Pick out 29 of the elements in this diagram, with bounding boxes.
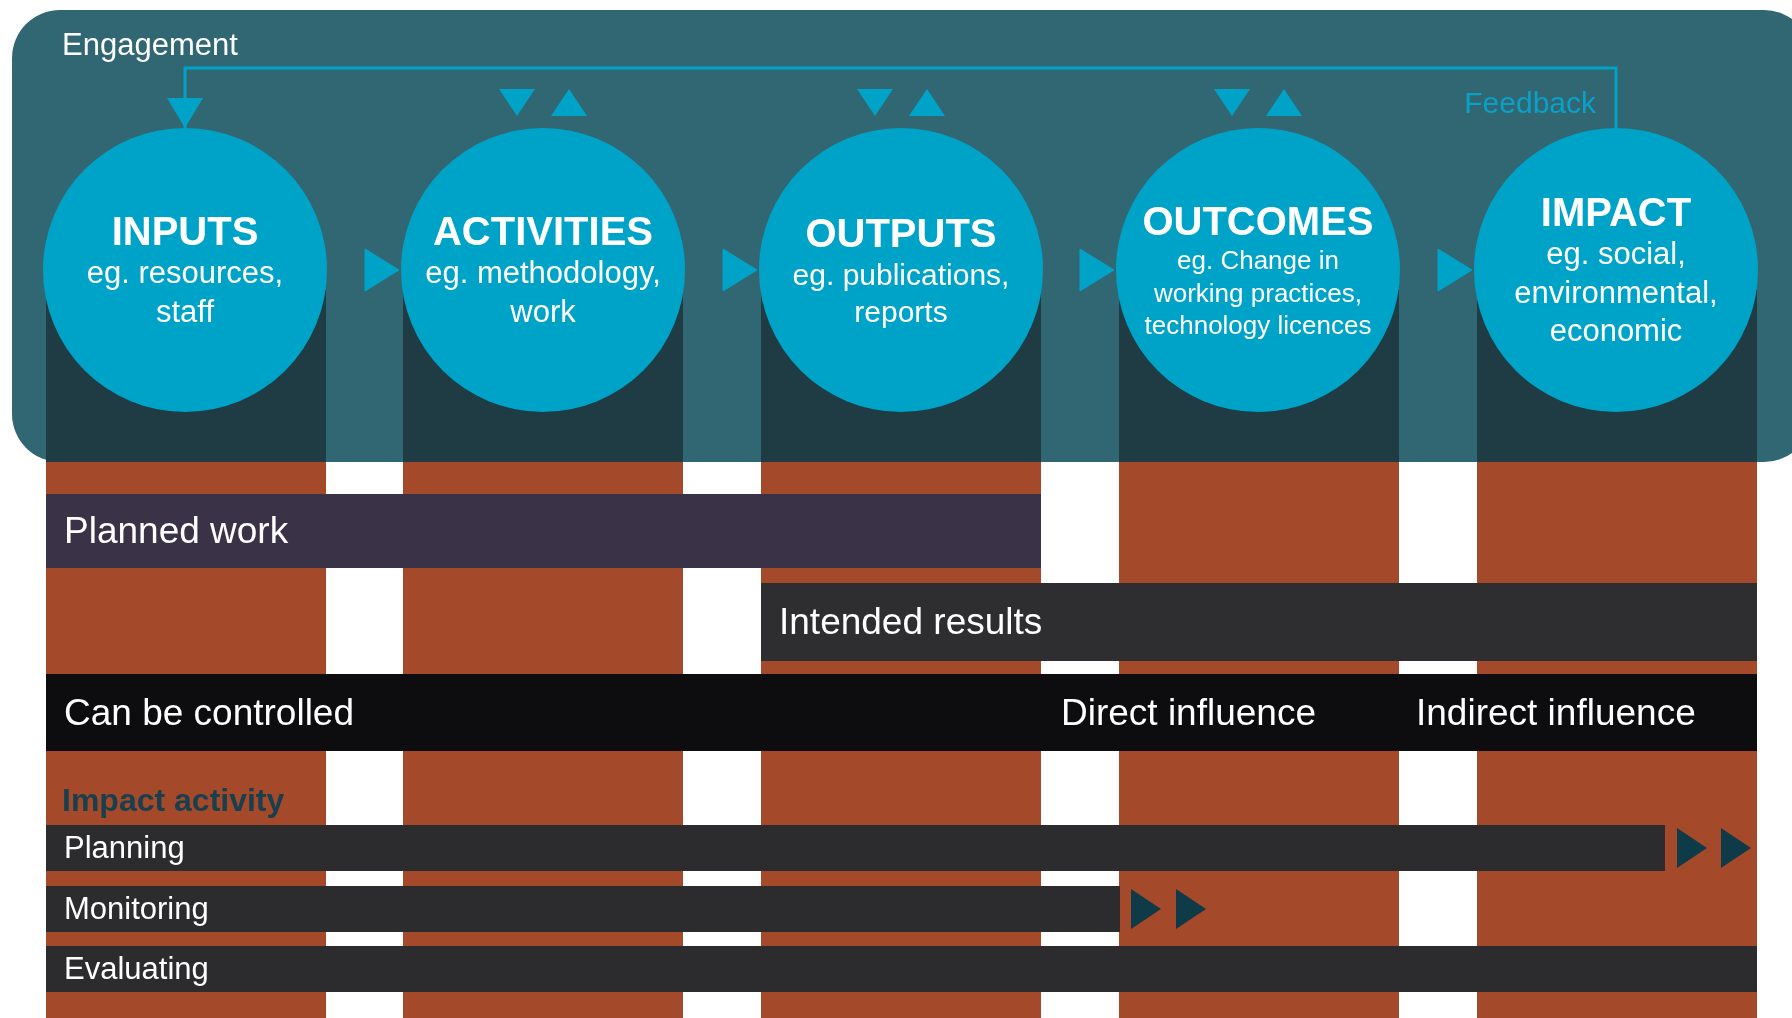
bar-label: Can be controlled	[64, 690, 355, 735]
band-bar	[761, 583, 1757, 661]
stage-description: eg. publications, reports	[791, 256, 1011, 330]
stage-description: eg. methodology, work	[424, 254, 662, 331]
edge-label: Feedback	[1464, 84, 1596, 121]
stage-description: eg. social, environmental, economic	[1513, 234, 1719, 351]
bar-label: Monitoring	[64, 889, 209, 928]
band-bar	[46, 886, 1120, 932]
bar-label: Direct influence	[1061, 690, 1316, 735]
bar-label: Intended results	[779, 600, 1043, 645]
feedback-arrow	[167, 66, 1618, 128]
section-heading: Impact activity	[62, 781, 285, 820]
stage-description: eg. resources, staff	[85, 254, 285, 331]
band-bar	[46, 946, 1757, 992]
bar-label: Indirect influence	[1416, 690, 1696, 735]
band-bar	[46, 825, 1665, 871]
stage-title: ACTIVITIES	[433, 208, 653, 255]
engagement-panel	[12, 10, 1792, 462]
band-bar	[46, 674, 1757, 751]
bar-label: Planned work	[64, 509, 289, 554]
stage-title: OUTCOMES	[1142, 198, 1374, 245]
stage-title: INPUTS	[111, 208, 259, 255]
stage-title: IMPACT	[1540, 188, 1692, 235]
bar-label: Evaluating	[64, 949, 209, 988]
bar-label: Planning	[64, 828, 185, 867]
stage-description: eg. Change in working practices, technology licences	[1143, 244, 1373, 342]
band-bar	[46, 494, 1041, 568]
stage-title: OUTPUTS	[805, 209, 997, 256]
panel-heading: Engagement	[62, 26, 238, 64]
